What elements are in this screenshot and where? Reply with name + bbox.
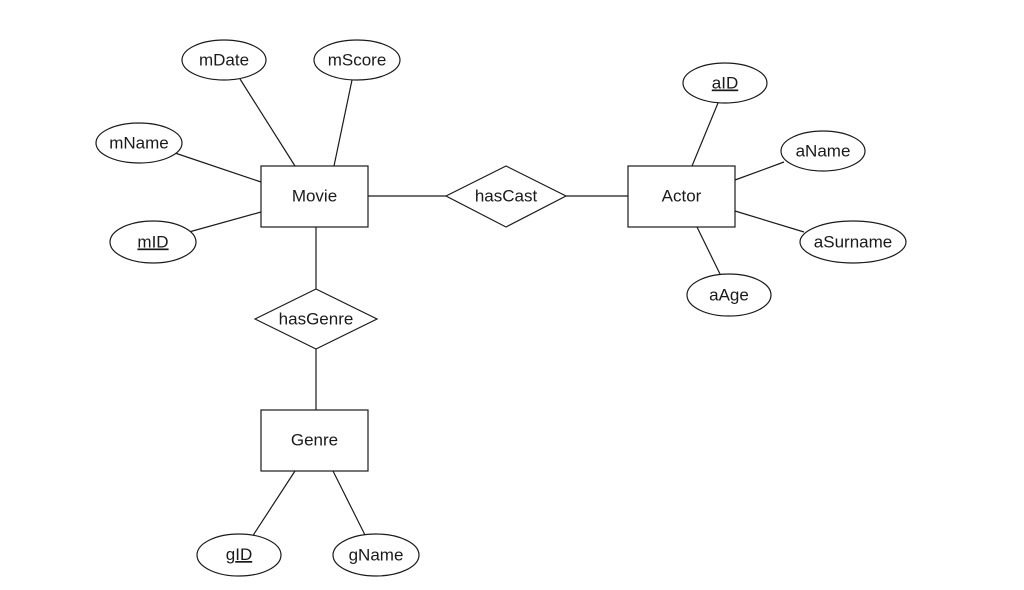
entity-genre-label: Genre xyxy=(291,430,338,449)
attribute-mid-label: mID xyxy=(137,232,168,251)
attribute-aage-label: aAge xyxy=(709,285,749,304)
edge-aname-actor xyxy=(734,161,785,181)
attribute-mdate[interactable]: mDate xyxy=(181,39,267,81)
attribute-mscore[interactable]: mScore xyxy=(313,39,401,81)
connectors xyxy=(174,78,805,538)
relationship-hascast[interactable]: hasCast xyxy=(444,165,568,228)
relationship-hasgenre-label: hasGenre xyxy=(279,309,354,328)
attribute-asurname[interactable]: aSurname xyxy=(799,220,907,264)
relationship-hasgenre[interactable]: hasGenre xyxy=(253,288,379,350)
attribute-mscore-label: mScore xyxy=(328,50,387,69)
attribute-gname-label: gName xyxy=(349,545,404,564)
attribute-gid[interactable]: gID xyxy=(196,533,282,577)
edge-gname-genre xyxy=(332,470,367,538)
edge-gid-genre xyxy=(251,470,296,538)
attribute-gid-key: ID xyxy=(235,545,252,564)
edge-mdate-movie xyxy=(239,78,296,167)
entity-movie-label: Movie xyxy=(292,186,337,205)
edge-mid-movie xyxy=(188,211,262,233)
attribute-aage[interactable]: aAge xyxy=(686,273,772,317)
entity-actor[interactable]: Actor xyxy=(627,165,736,228)
attribute-asurname-label: aSurname xyxy=(814,232,892,251)
attribute-aid-label: aID xyxy=(712,73,738,92)
attribute-mname-label: mName xyxy=(109,133,169,152)
attribute-gid-label: gID xyxy=(226,545,252,564)
attribute-mdate-label: mDate xyxy=(199,50,249,69)
attribute-mname[interactable]: mName xyxy=(95,122,183,164)
entity-genre[interactable]: Genre xyxy=(260,409,369,472)
edge-asurname-actor xyxy=(734,210,805,233)
edge-aage-actor xyxy=(696,226,721,275)
attribute-aname-label: aName xyxy=(796,141,851,160)
attribute-gid-prefix: g xyxy=(226,545,235,564)
edge-mname-movie xyxy=(174,152,262,183)
relationship-hascast-label: hasCast xyxy=(475,186,538,205)
attribute-aname[interactable]: aName xyxy=(780,130,866,172)
attribute-gname[interactable]: gName xyxy=(332,533,420,577)
edge-aid-actor xyxy=(691,102,719,167)
attribute-aid[interactable]: aID xyxy=(682,62,768,104)
entity-actor-label: Actor xyxy=(662,186,702,205)
entity-movie[interactable]: Movie xyxy=(260,165,369,228)
attribute-mid[interactable]: mID xyxy=(109,220,197,264)
edge-mscore-movie xyxy=(333,79,353,167)
